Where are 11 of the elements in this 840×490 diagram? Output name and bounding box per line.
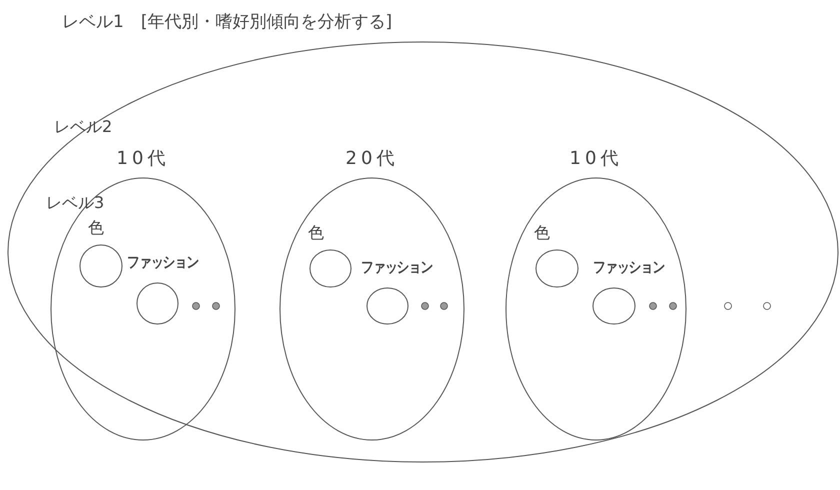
category-label: ファッション: [127, 253, 198, 272]
diagram-title: レベル1 [年代別・嗜好別傾向を分析する]: [62, 11, 392, 33]
category-label: 色: [534, 223, 550, 244]
category-label: ファッション: [593, 258, 664, 277]
category-label: 色: [88, 218, 104, 239]
category-label: ファッション: [361, 258, 432, 277]
age-heading: 10代: [116, 147, 170, 170]
outer-ellipse: [8, 42, 838, 462]
age-heading: 10代: [568, 147, 624, 170]
category-label: 色: [308, 223, 324, 244]
age-heading: 20代: [344, 147, 400, 170]
